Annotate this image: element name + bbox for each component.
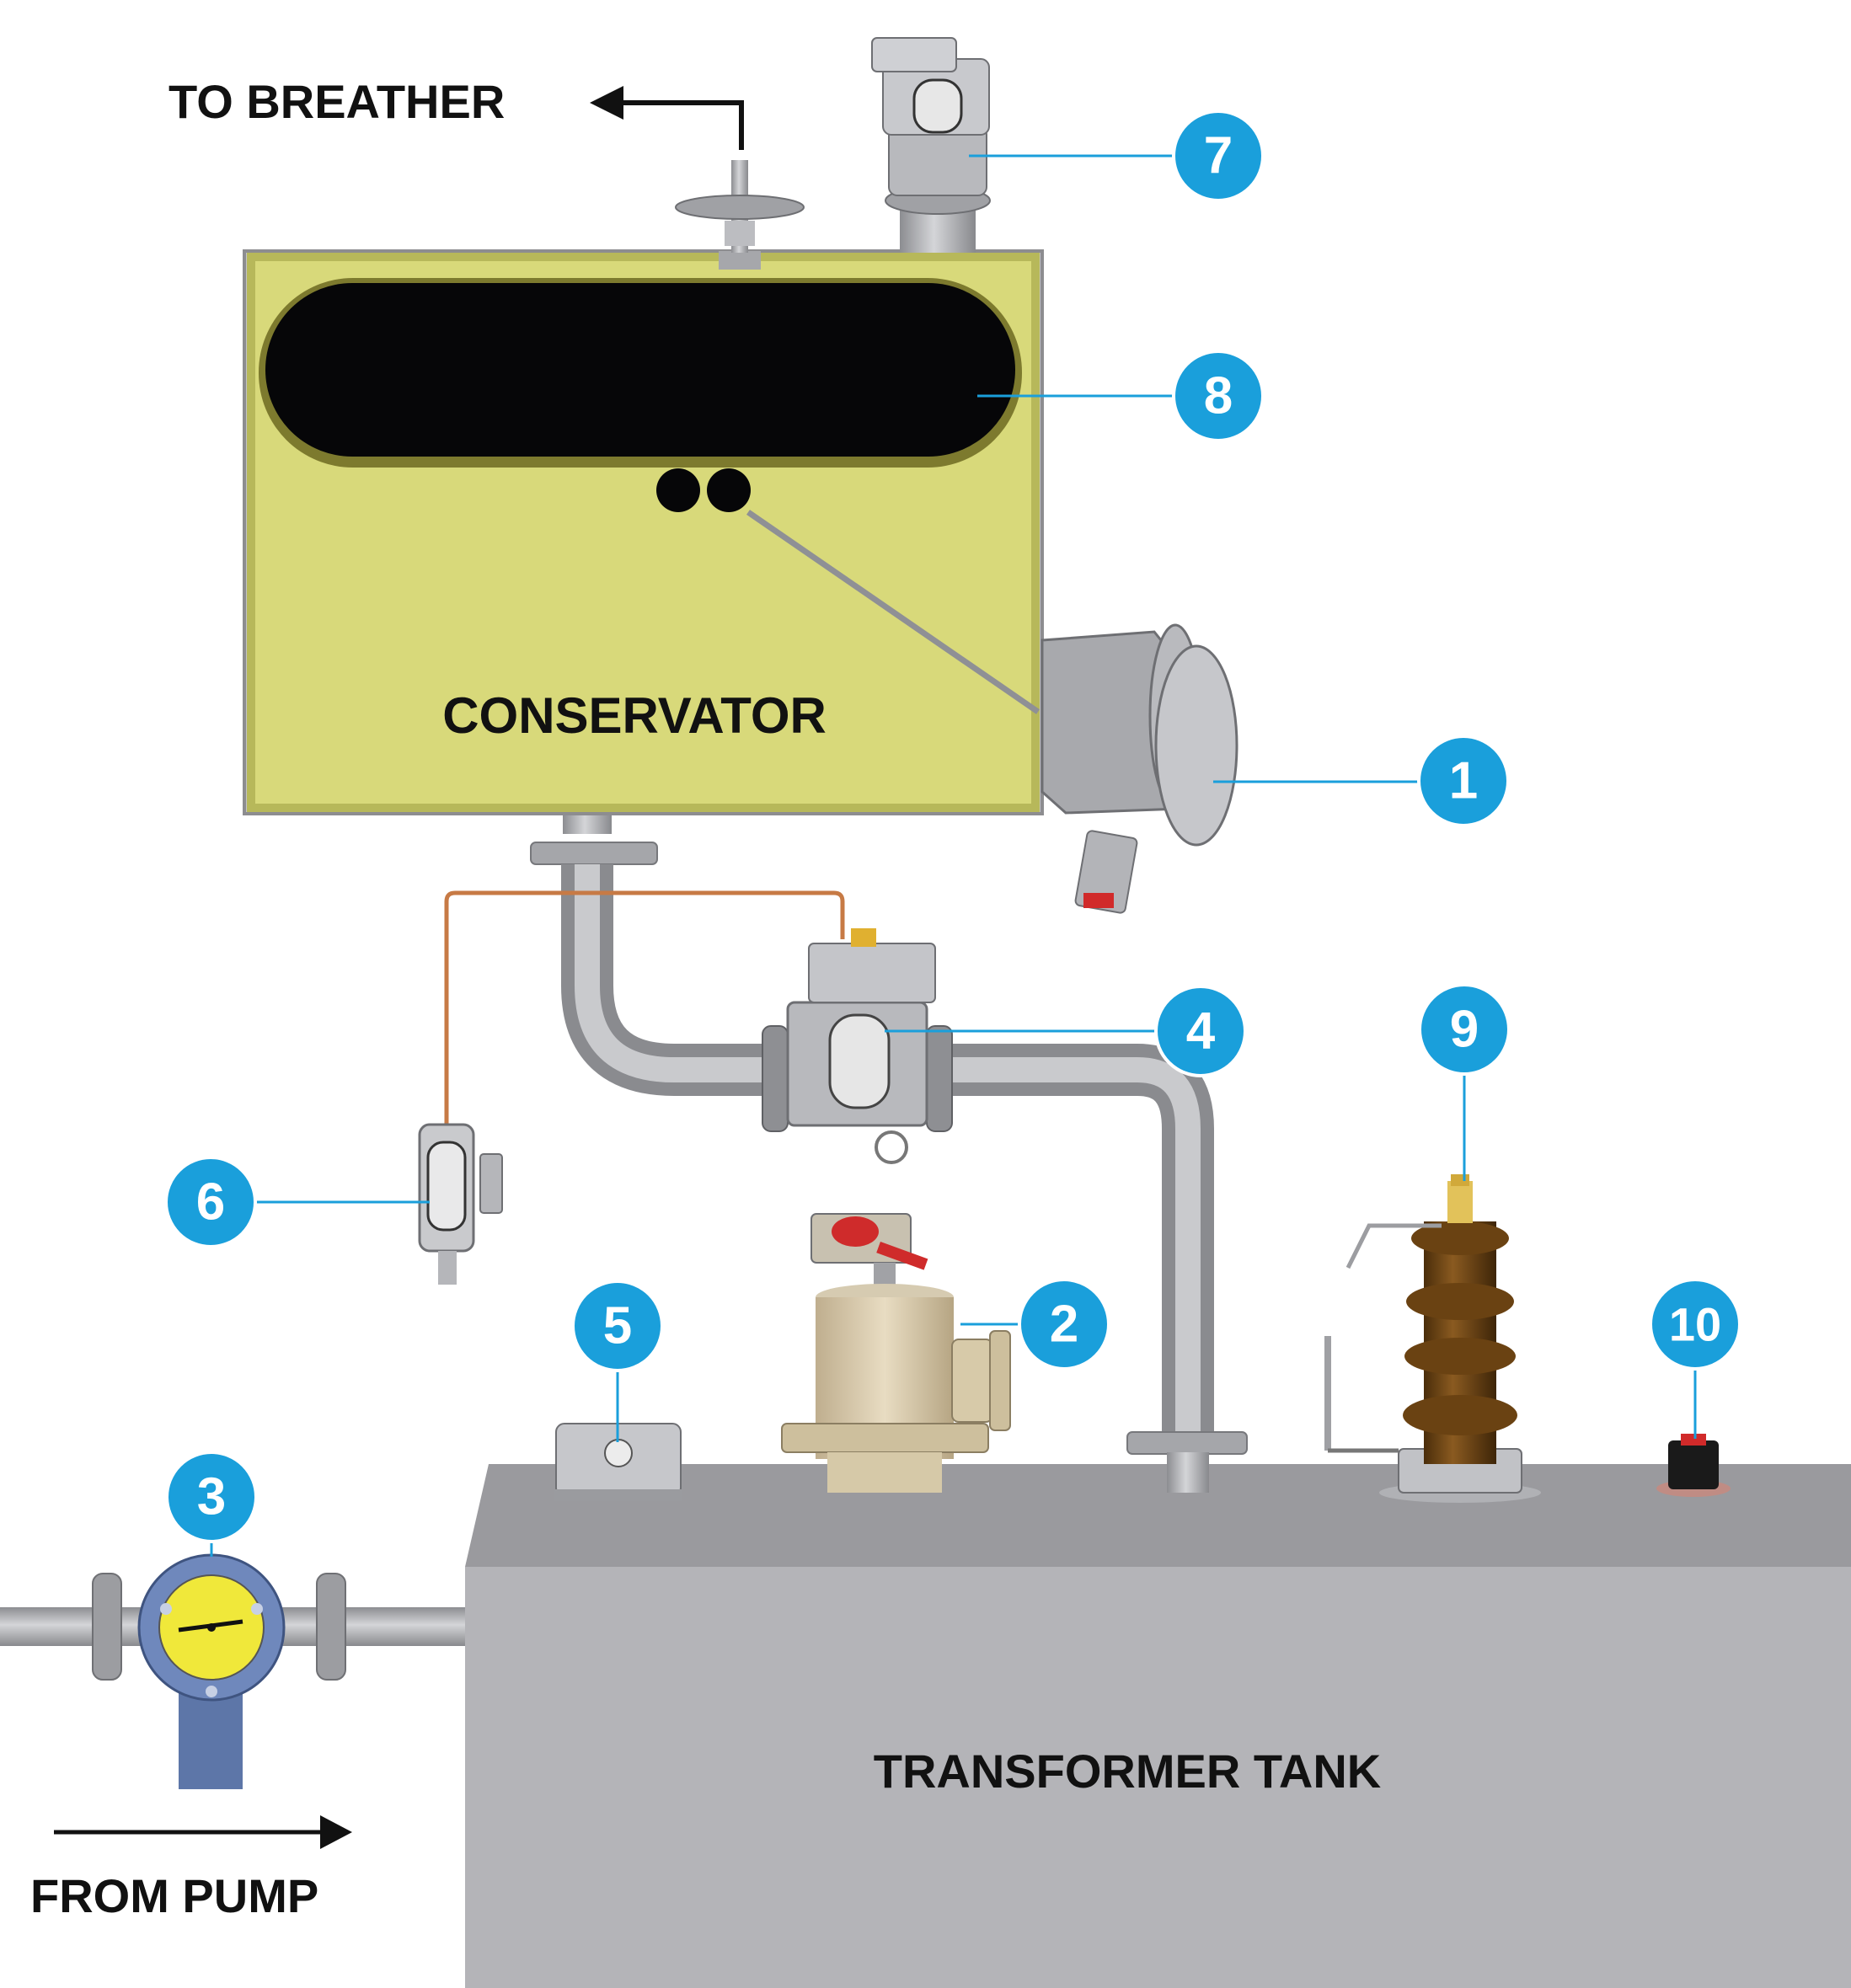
callout-number: 6 bbox=[196, 1173, 225, 1232]
callout-number: 5 bbox=[603, 1297, 632, 1355]
from-pump-arrow bbox=[54, 1815, 352, 1849]
callout-number: 2 bbox=[1050, 1296, 1078, 1354]
callout-badge-10: 10 bbox=[1649, 1278, 1741, 1371]
callout-badge-3: 3 bbox=[165, 1451, 258, 1543]
drain-plug bbox=[1656, 1434, 1731, 1497]
callout-badge-5: 5 bbox=[571, 1280, 664, 1372]
transformer-tank-label: TRANSFORMER TANK bbox=[874, 1745, 1381, 1798]
conservator-label: CONSERVATOR bbox=[442, 687, 827, 744]
callout-badge-2: 2 bbox=[1018, 1278, 1110, 1371]
float-rod bbox=[746, 510, 1040, 714]
to-breather-arrow bbox=[590, 86, 744, 150]
bushing bbox=[1324, 1174, 1541, 1503]
air-cell-bag bbox=[259, 278, 1022, 512]
callout-badge-1: 1 bbox=[1417, 735, 1510, 827]
buchholz-style-relay bbox=[781, 1213, 1011, 1493]
copper-sensing-tube bbox=[444, 890, 845, 1125]
callout-badge-9: 9 bbox=[1418, 983, 1511, 1076]
callout-number: 7 bbox=[1204, 127, 1233, 185]
oil-level-gauge bbox=[418, 1123, 503, 1285]
callout-badge-4: 4 bbox=[1154, 985, 1247, 1077]
callout-badge-8: 8 bbox=[1172, 350, 1265, 442]
pump-flow-indicator bbox=[137, 1553, 286, 1789]
from-pump-label: FROM PUMP bbox=[30, 1869, 318, 1922]
callout-number: 1 bbox=[1449, 752, 1478, 810]
callout-number: 9 bbox=[1450, 1001, 1479, 1059]
callout-number: 10 bbox=[1669, 1298, 1721, 1351]
callout-number: 8 bbox=[1204, 367, 1233, 425]
gas-operated-relay bbox=[762, 928, 953, 1164]
transformer-tank: TRANSFORMER TANK bbox=[465, 1464, 1851, 1988]
breather-pipe bbox=[675, 160, 805, 270]
callout-badge-7: 7 bbox=[1172, 110, 1265, 202]
pressure-relief-device bbox=[1041, 623, 1238, 914]
callout-badge-6: 6 bbox=[164, 1156, 257, 1248]
callout-number: 4 bbox=[1186, 1002, 1216, 1061]
to-breather-label: TO BREATHER bbox=[169, 75, 505, 128]
conservator-top-relay bbox=[871, 37, 991, 253]
callout-number: 3 bbox=[197, 1468, 226, 1526]
